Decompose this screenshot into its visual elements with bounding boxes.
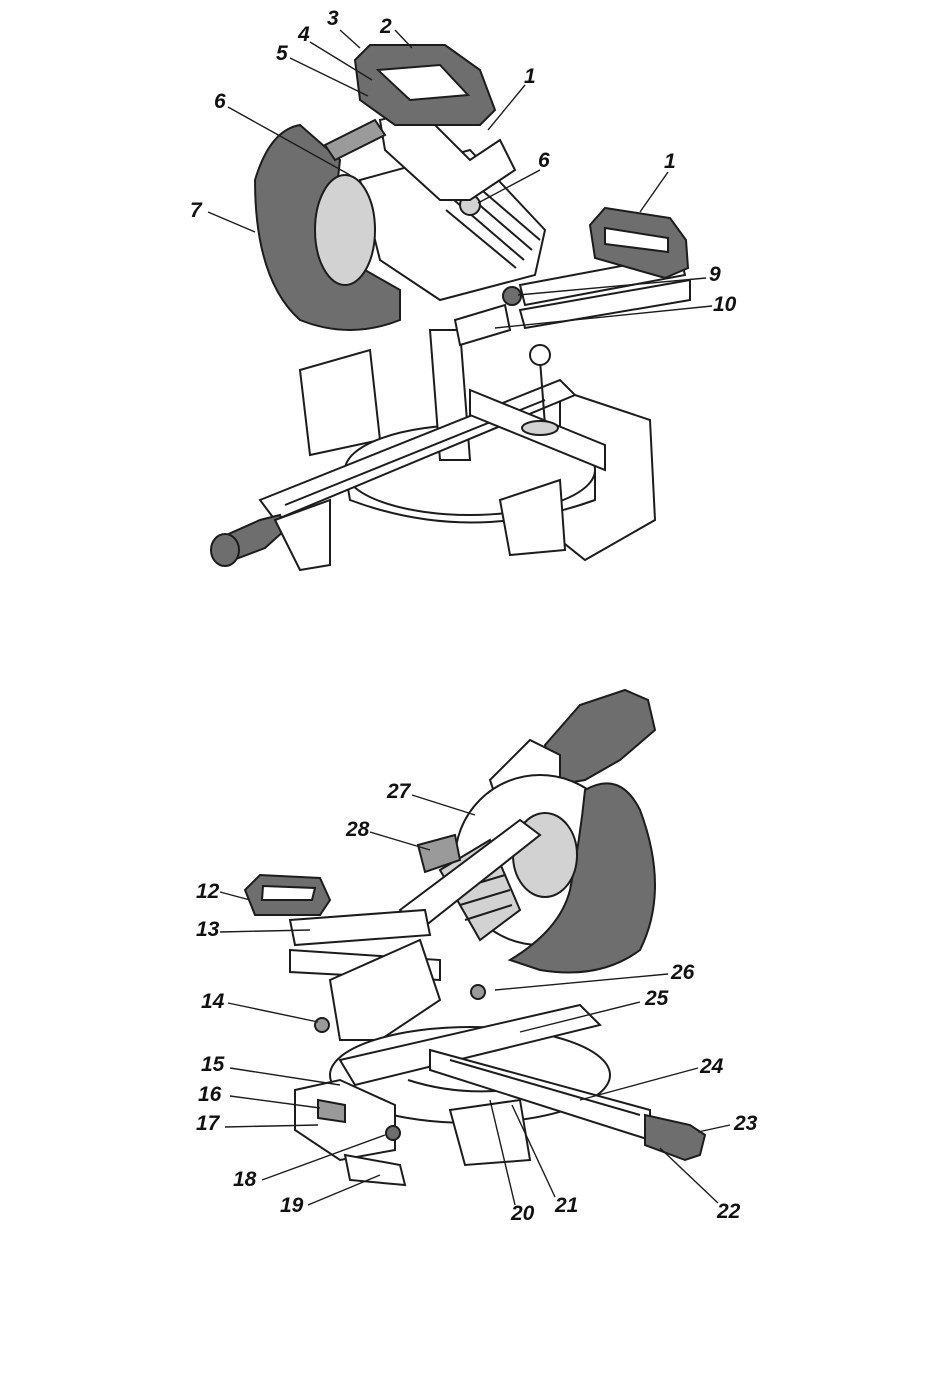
base-left-foot [300, 350, 380, 455]
callout-20: 20 [511, 1203, 534, 1224]
leader-3 [340, 30, 360, 48]
callout-2: 2 [380, 16, 392, 37]
callout-21: 21 [555, 1195, 578, 1216]
front-base [450, 1100, 530, 1165]
leader-7 [208, 212, 255, 232]
callout-18: 18 [233, 1169, 256, 1190]
base-knob [386, 1126, 400, 1140]
leader-14 [228, 1003, 318, 1022]
callout-12: 12 [196, 881, 219, 902]
bevel-knob [315, 1018, 329, 1032]
upper-handle [545, 690, 655, 785]
clamp-lock-knob [471, 985, 485, 999]
callout-10: 10 [713, 294, 736, 315]
front-handle-knob [645, 1115, 705, 1160]
depth-stop [455, 305, 510, 345]
clamp-knob [530, 345, 550, 365]
rear-handle-opening [262, 886, 315, 900]
callout-6b: 6 [538, 150, 550, 171]
base-handle-slot [318, 1100, 345, 1122]
callout-14: 14 [201, 991, 224, 1012]
callout-19: 19 [280, 1195, 303, 1216]
leader-28 [370, 832, 430, 850]
callout-7: 7 [190, 200, 202, 221]
callout-15: 15 [201, 1054, 224, 1075]
callout-25: 25 [645, 988, 668, 1009]
callout-1b: 1 [664, 151, 676, 172]
leader-23 [698, 1125, 730, 1132]
leader-19 [308, 1175, 380, 1205]
trigger-switch [325, 120, 385, 160]
callout-16: 16 [198, 1084, 221, 1105]
callout-24: 24 [700, 1056, 723, 1077]
lock-knob [503, 287, 521, 305]
front-knob-end [211, 534, 239, 566]
miter-saw-front-view: 3 2 4 5 1 6 6 1 7 9 10 [0, 0, 950, 600]
miter-saw-front-drawing [0, 0, 950, 600]
callout-28: 28 [346, 819, 369, 840]
callout-1a: 1 [524, 66, 536, 87]
leader-26 [495, 974, 668, 990]
lower-blade-guard [315, 175, 375, 285]
clamp-foot [522, 421, 558, 435]
leader-15 [230, 1068, 340, 1085]
callout-6a: 6 [214, 91, 226, 112]
leader-27 [412, 795, 475, 815]
leader-1b [640, 172, 668, 212]
callout-22: 22 [717, 1201, 740, 1222]
callout-26: 26 [671, 962, 694, 983]
callout-17: 17 [196, 1113, 219, 1134]
callout-27: 27 [387, 781, 410, 802]
callout-3: 3 [327, 8, 339, 29]
callout-23: 23 [734, 1113, 757, 1134]
miter-saw-rear-drawing [0, 660, 950, 1260]
callout-9: 9 [709, 264, 721, 285]
miter-saw-rear-view: 27 28 12 13 26 14 25 15 24 16 17 23 18 1… [0, 660, 950, 1260]
callout-13: 13 [196, 919, 219, 940]
callout-5: 5 [276, 43, 288, 64]
callout-4: 4 [298, 24, 310, 45]
rear-foot [345, 1155, 405, 1185]
